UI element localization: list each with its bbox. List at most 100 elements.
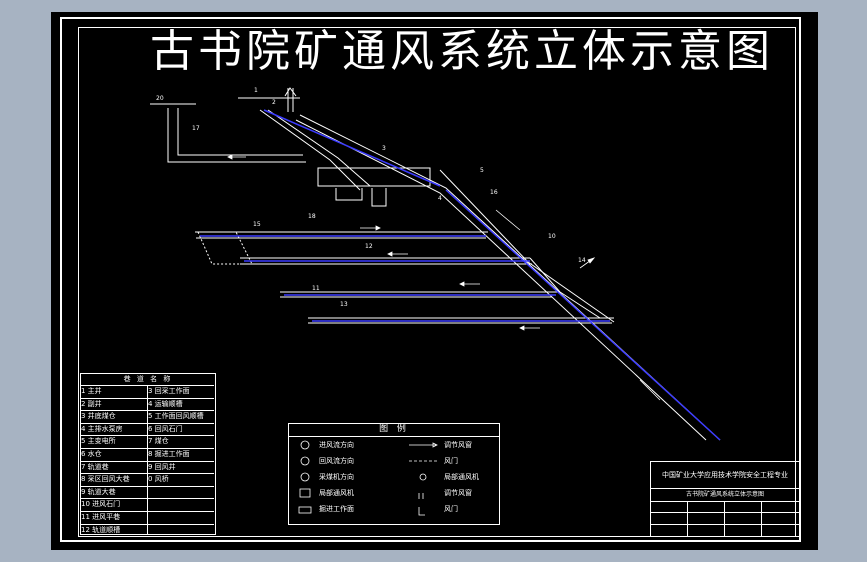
headframe bbox=[284, 87, 297, 112]
grid-cell bbox=[725, 502, 762, 514]
table-cell: 8 采区回风大巷 bbox=[81, 473, 147, 486]
table-cell: 0 风桥 bbox=[148, 473, 214, 486]
table-cell: 6 回风石门 bbox=[148, 422, 214, 436]
legend-left: 进风流方向 回风流方向 采煤机方向 局部通风机 掘进工作面 bbox=[289, 437, 394, 517]
sump bbox=[335, 188, 363, 201]
hatch-goaf bbox=[197, 231, 253, 265]
grid-cell bbox=[725, 513, 762, 525]
table-cell: 4 主排水泵房 bbox=[81, 422, 147, 436]
callout-label: 5 bbox=[480, 167, 484, 174]
table-cell: 10 进风石门 bbox=[81, 498, 147, 511]
grid-cell bbox=[762, 513, 799, 525]
table-cell: 3 井底煤仓 bbox=[81, 410, 147, 423]
inner-frame bbox=[78, 27, 796, 537]
arrow bbox=[579, 257, 596, 269]
table-cell: 7 轨道巷 bbox=[81, 460, 147, 474]
grid-cell bbox=[651, 502, 688, 514]
table-cell: 7 煤仓 bbox=[148, 435, 214, 448]
callout-label: 15 bbox=[253, 221, 261, 228]
legend-header: 图 例 bbox=[289, 424, 499, 437]
arrow bbox=[227, 154, 246, 160]
table-cell: 12 轨道顺槽 bbox=[81, 523, 147, 537]
connector-a bbox=[529, 257, 561, 293]
inclined-shaft-top bbox=[259, 109, 361, 191]
legend-item: 掘进工作面 bbox=[319, 505, 354, 513]
legend-item: 回风流方向 bbox=[319, 457, 354, 465]
level-1 bbox=[195, 231, 488, 239]
main-shaft-left bbox=[167, 108, 306, 163]
main-incline-3 bbox=[439, 169, 615, 323]
legend-item: 风门 bbox=[444, 505, 458, 513]
drawing-sheet bbox=[51, 12, 818, 550]
level-3 bbox=[280, 291, 560, 298]
table-divider bbox=[147, 385, 148, 534]
legend-item: 进风流方向 bbox=[319, 441, 354, 449]
legend-item: 局部通风机 bbox=[444, 473, 479, 481]
callout-label: 11 bbox=[312, 285, 320, 292]
title-block-drawing: 古书院矿通风系统立体示意图 bbox=[651, 488, 799, 501]
title-block-school: 中国矿业大学应用技术学院安全工程专业 bbox=[662, 471, 788, 479]
arrow bbox=[387, 251, 408, 257]
table-cell: 8 掘进工作面 bbox=[148, 447, 214, 461]
arrow bbox=[519, 325, 540, 331]
title-block-grid bbox=[651, 501, 799, 536]
legend-item: 风门 bbox=[444, 457, 458, 465]
table-cell: 5 主变电所 bbox=[81, 435, 147, 448]
legend-item: 调节风窗 bbox=[444, 489, 472, 497]
callout-label: 18 bbox=[308, 213, 316, 220]
arrow bbox=[459, 281, 480, 287]
table-cell bbox=[148, 498, 214, 511]
main-shaft-right bbox=[177, 108, 303, 156]
legend-box: 图 例 进风流方向 回风流方向 采煤机方向 局部通风机 掘进工作面 调节风窗 风… bbox=[288, 423, 500, 525]
callout-label: 16 bbox=[490, 189, 498, 196]
airway-6 bbox=[445, 189, 721, 441]
connector-b bbox=[559, 291, 601, 319]
table-cell: 5 工作面回风顺槽 bbox=[148, 410, 214, 423]
roadway-table: 巷 道 名 称 1 主井 2 副井 3 井底煤仓 4 主排水泵房 5 主变电所 … bbox=[80, 373, 216, 535]
callout-label: 10 bbox=[548, 233, 556, 240]
table-cell: 2 副井 bbox=[81, 397, 147, 411]
bunker bbox=[371, 188, 387, 207]
arrow bbox=[360, 225, 381, 231]
grid-cell bbox=[688, 502, 725, 514]
main-incline-1 bbox=[299, 114, 721, 441]
callout-label: 2 bbox=[272, 99, 276, 106]
grid-cell bbox=[651, 524, 688, 536]
legend-symbols bbox=[298, 440, 438, 516]
grid-cell bbox=[725, 524, 762, 536]
table-cell: 1 主井 bbox=[81, 385, 147, 398]
arrow bbox=[639, 379, 661, 401]
callout-label: 3 bbox=[382, 145, 386, 152]
table-cell bbox=[148, 510, 214, 524]
callout-label: 20 bbox=[156, 95, 164, 102]
inclined-shaft-bottom bbox=[267, 109, 371, 187]
level-2 bbox=[240, 257, 532, 265]
table-cell: 6 水仓 bbox=[81, 447, 147, 461]
legend-right: 调节风窗 风门 局部通风机 调节风窗 风门 bbox=[394, 437, 498, 517]
drawing-title: 古书院矿通风系统立体示意图 bbox=[150, 26, 774, 77]
pit-bottom bbox=[317, 167, 431, 187]
table-cell: 9 轨道大巷 bbox=[81, 485, 147, 499]
outer-frame bbox=[60, 17, 801, 542]
airway-1 bbox=[263, 109, 441, 187]
grid-cell bbox=[762, 525, 799, 536]
legend-item: 调节风窗 bbox=[444, 441, 472, 449]
callout-label: 12 bbox=[365, 243, 373, 250]
roadway-table-left: 1 主井 2 副井 3 井底煤仓 4 主排水泵房 5 主变电所 6 水仓 7 轨… bbox=[81, 385, 147, 536]
table-cell: 9 回风井 bbox=[148, 460, 214, 474]
roadway-table-header: 巷 道 名 称 bbox=[123, 375, 173, 383]
callout-label: 4 bbox=[438, 195, 442, 202]
callout-label: 14 bbox=[578, 257, 586, 264]
level-4 bbox=[308, 317, 614, 324]
title-block: 中国矿业大学应用技术学院安全工程专业 古书院矿通风系统立体示意图 bbox=[650, 461, 800, 537]
table-cell: 3 回采工作面 bbox=[148, 385, 214, 398]
table-cell bbox=[148, 523, 214, 537]
grid-cell bbox=[688, 513, 725, 525]
arrow bbox=[495, 209, 521, 231]
roadway-table-right: 3 回采工作面 4 运输顺槽 5 工作面回风顺槽 6 回风石门 7 煤仓 8 掘… bbox=[148, 385, 214, 536]
legend-item: 采煤机方向 bbox=[319, 473, 354, 481]
table-cell: 11 进风平巷 bbox=[81, 510, 147, 524]
table-cell: 4 运输顺槽 bbox=[148, 397, 214, 411]
callout-label: 17 bbox=[192, 125, 200, 132]
